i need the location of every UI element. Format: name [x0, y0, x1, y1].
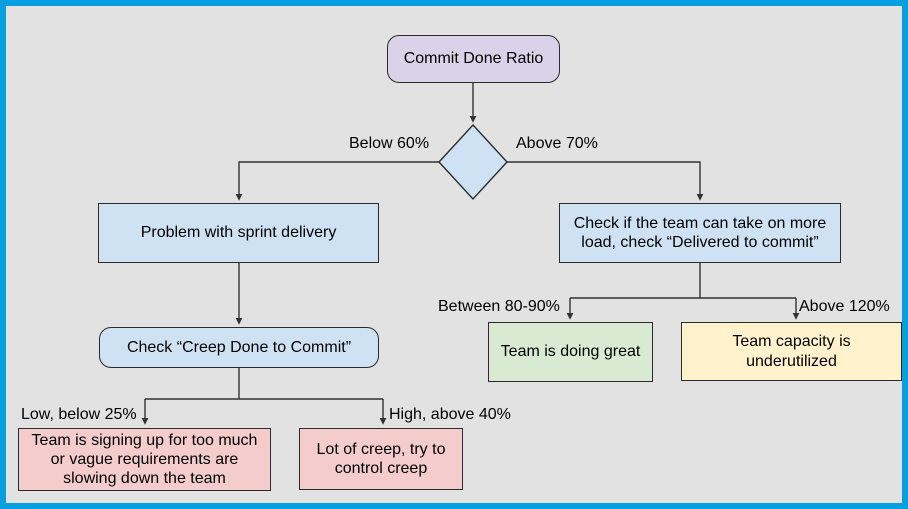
edge-decision-to-checkload [507, 161, 704, 201]
node-label: Commit Done Ratio [403, 50, 544, 68]
edge-label-between-80-90: Between 80-90% [438, 298, 560, 315]
node-label: Problem with sprint delivery [140, 224, 337, 242]
edge-label-below-60: Below 60% [349, 135, 430, 152]
edge-decision-to-problem [235, 161, 439, 201]
edge-label-above-70: Above 70% [516, 135, 598, 152]
node-team-signing-up-too-much: Team is signing up for too much or vague… [18, 428, 271, 491]
edge-checkload-stem [570, 263, 796, 299]
node-label: Team capacity is underutilized [732, 333, 851, 370]
node-team-capacity-underutilized: Team capacity is underutilized [681, 322, 902, 381]
node-label: Check if the team can take on more load,… [573, 214, 827, 251]
node-check-creep-done-to-commit: Check “Creep Done to Commit” [99, 327, 379, 368]
node-check-take-more-load: Check if the team can take on more load,… [559, 203, 841, 263]
node-label: Team is doing great [500, 343, 641, 361]
node-label: Check “Creep Done to Commit” [126, 338, 352, 356]
node-label: Lot of creep, try to control creep [316, 440, 446, 477]
edge-label-high-above-40: High, above 40% [389, 406, 511, 423]
node-lot-of-creep: Lot of creep, try to control creep [299, 428, 463, 490]
decision-diamond [438, 123, 508, 201]
edge-label-low-below-25: Low, below 25% [21, 406, 137, 423]
node-problem-sprint-delivery: Problem with sprint delivery [98, 203, 379, 263]
edge-checkcreep-stem [145, 368, 383, 400]
edge-label-above-120: Above 120% [799, 298, 890, 315]
node-label: Team is signing up for too much or vague… [31, 431, 258, 488]
node-commit-done-ratio: Commit Done Ratio [387, 35, 560, 83]
node-team-doing-great: Team is doing great [488, 322, 653, 382]
